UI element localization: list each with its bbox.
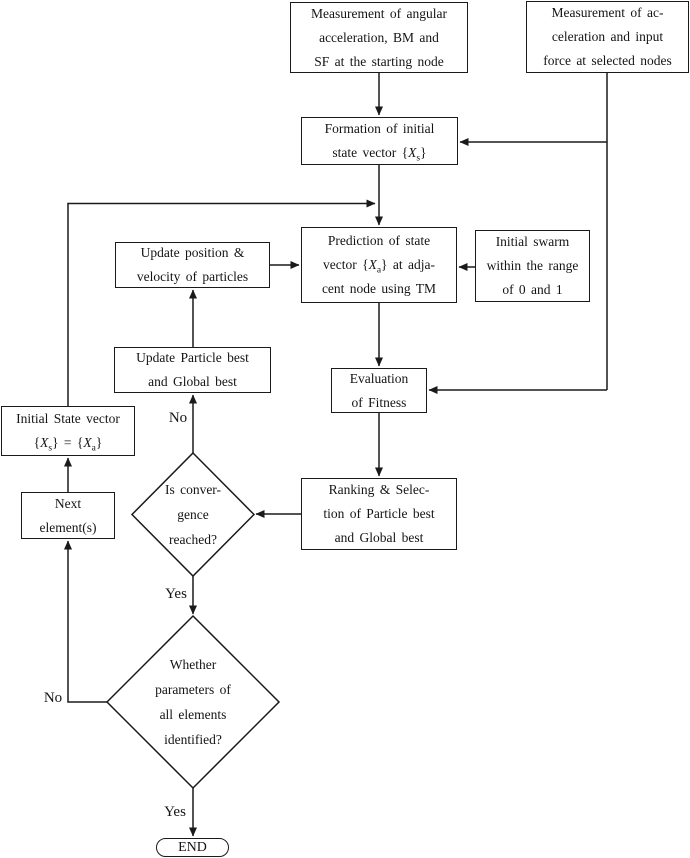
node-end-terminal: END	[156, 838, 229, 857]
node-line: Initial swarm	[495, 234, 570, 249]
node-ranking: Ranking & Selec- tion of Particle best a…	[301, 478, 457, 550]
node-line: parameters of	[155, 682, 231, 697]
node-evaluation: Evaluation of Fitness	[331, 368, 427, 413]
node-line: acceleration, BM and	[319, 29, 439, 45]
node-line: Formation of initial	[324, 121, 435, 136]
node-line: state vector {Xs}	[332, 145, 427, 164]
node-line: Initial State vector	[16, 411, 120, 426]
node-line: {Xs} = {Xa}	[33, 435, 103, 454]
arrow-identified-no	[64, 540, 107, 703]
decision-identified-diamond	[105, 614, 281, 790]
node-line: Prediction of state	[327, 233, 431, 248]
node-identified-text: Whether parameters of all elements ident…	[118, 651, 268, 753]
decision-convergence-diamond	[130, 451, 256, 578]
node-measure-angular: Measurement of angular acceleration, BM …	[290, 2, 468, 73]
node-next-element: Next element(s)	[21, 492, 115, 539]
node-line: gence	[177, 507, 209, 522]
node-line: Evaluation	[349, 370, 409, 386]
node-prediction: Prediction of state vector {Xa} at adja-…	[301, 227, 457, 303]
node-line: and Global best	[148, 374, 237, 389]
node-line: Update position &	[140, 245, 245, 260]
node-line: Ranking & Selec-	[328, 482, 430, 497]
node-line: SF at the starting node	[314, 53, 444, 69]
node-line: and Global best	[334, 530, 424, 545]
node-line: of Fitness	[351, 394, 407, 410]
node-update-position: Update position & velocity of particles	[115, 242, 270, 288]
edge-label-convergence-yes: Yes	[165, 586, 187, 602]
node-line: Next	[54, 495, 82, 511]
node-convergence-text: Is conver- gence reached?	[138, 477, 248, 552]
node-update-best: Update Particle best and Global best	[114, 347, 271, 393]
edge-label-convergence-no: No	[168, 410, 188, 426]
node-line: vector {Xa} at adja-	[322, 257, 435, 276]
node-initial-state: Initial State vector {Xs} = {Xa}	[1, 406, 135, 456]
node-line: Measurement of angular	[311, 5, 447, 21]
node-line: identified?	[164, 732, 222, 747]
node-line: Update Particle best	[136, 350, 249, 365]
node-line: element(s)	[39, 519, 97, 535]
node-line: force at selected nodes	[543, 53, 672, 68]
node-line: within the range	[486, 258, 579, 273]
node-line: celeration and input	[551, 29, 664, 44]
node-line: reached?	[169, 532, 217, 547]
node-line: cent node using TM	[321, 281, 437, 296]
node-line: Measurement of ac-	[551, 5, 664, 20]
node-line: Is conver-	[164, 482, 222, 497]
node-initial-swarm: Initial swarm within the range of 0 and …	[475, 230, 590, 302]
node-line: all elements	[159, 707, 227, 722]
node-line: Whether	[169, 657, 217, 672]
node-line: of 0 and 1	[502, 282, 563, 297]
node-line: velocity of particles	[136, 269, 249, 284]
edge-label-identified-no: No	[43, 690, 63, 706]
end-label: END	[178, 839, 207, 855]
edge-label-identified-yes: Yes	[164, 804, 186, 820]
node-measure-accel: Measurement of ac- celeration and input …	[526, 1, 689, 73]
node-formation: Formation of initial state vector {Xs}	[301, 117, 458, 165]
node-line: tion of Particle best	[323, 506, 435, 521]
